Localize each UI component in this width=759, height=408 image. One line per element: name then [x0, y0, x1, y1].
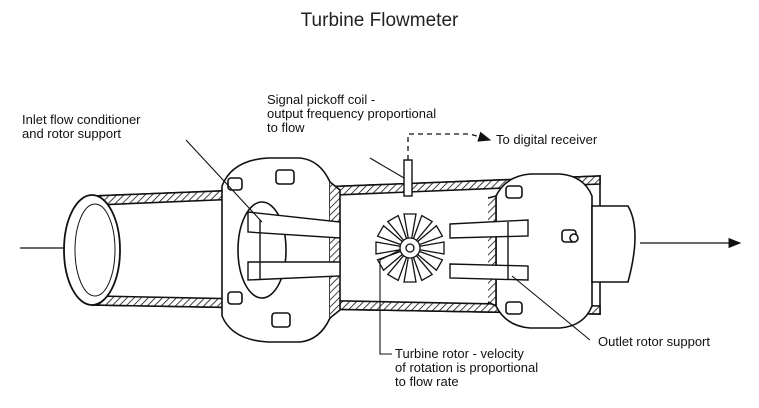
label-outlet-rotor-support: Outlet rotor support	[598, 334, 710, 349]
diagram-title: Turbine Flowmeter	[300, 10, 459, 31]
label-inlet-flow-conditioner: Inlet flow conditioner and rotor support	[22, 112, 141, 141]
turbine-rotor	[375, 213, 445, 283]
inlet-flow-conditioner	[247, 211, 341, 281]
label-digital-receiver: To digital receiver	[496, 132, 598, 147]
outlet-pipe-stub	[591, 205, 636, 283]
outlet-flange	[487, 173, 593, 329]
leader-lines	[185, 139, 591, 355]
inlet-pipe-mouth	[63, 194, 121, 306]
inlet-flange	[221, 157, 341, 343]
label-signal-pickoff-coil: Signal pickoff coil - output frequency p…	[267, 92, 437, 135]
signal-pickoff-coil	[403, 159, 413, 197]
outlet-rotor-support	[449, 219, 529, 281]
inlet-pipe-inner	[74, 203, 116, 297]
signal-line	[407, 131, 492, 160]
label-turbine-rotor: Turbine rotor - velocity of rotation is …	[395, 346, 539, 389]
